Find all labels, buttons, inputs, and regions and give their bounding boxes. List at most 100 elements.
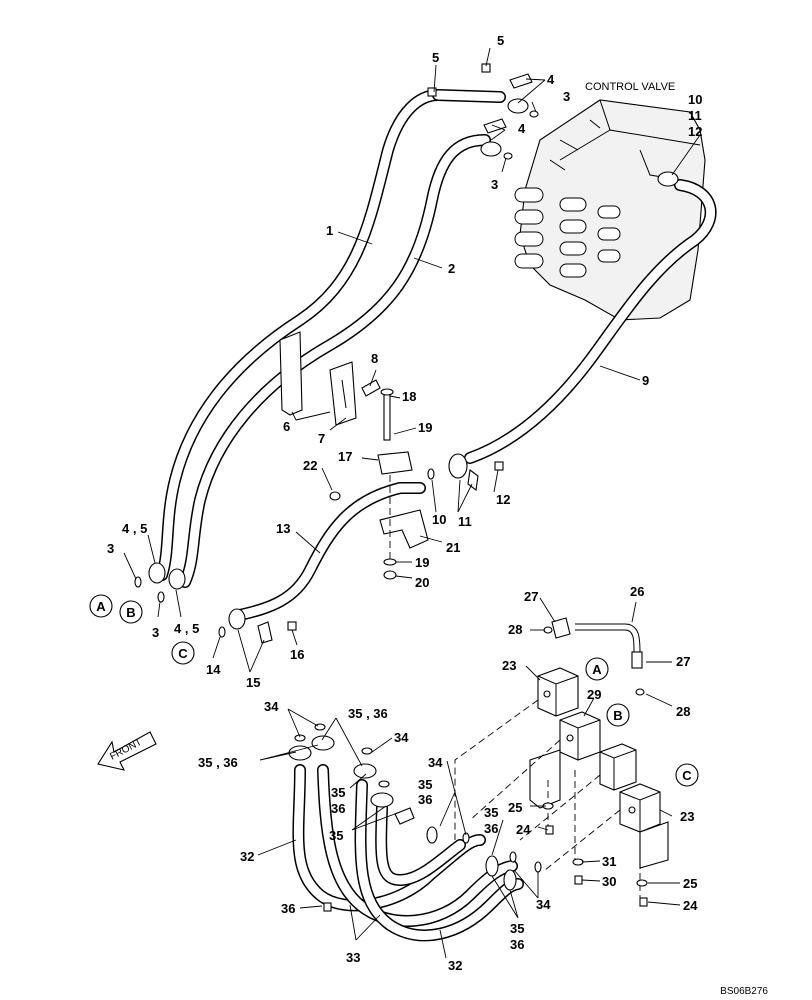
callout-35: 35 [331, 785, 345, 800]
front-arrow: FRONT [97, 731, 157, 771]
clamp-17 [377, 451, 413, 475]
callout-15: 15 [246, 675, 260, 690]
port-markers: A B C A B C [89, 594, 699, 787]
callout-7: 7 [318, 431, 325, 446]
callout-21: 21 [446, 540, 460, 555]
callout-24: 24 [683, 898, 698, 913]
callout-19: 19 [418, 420, 432, 435]
callout-13: 13 [276, 521, 290, 536]
callout-24: 24 [516, 822, 531, 837]
callout-2: 2 [448, 261, 455, 276]
callout-18: 18 [402, 389, 416, 404]
callout-6: 6 [283, 419, 290, 434]
callout-11: 11 [458, 514, 472, 529]
port-marker-b: B [126, 605, 135, 620]
drawing-code: BS06B276 [720, 986, 768, 997]
block-right [599, 743, 637, 791]
callout-17: 17 [338, 449, 352, 464]
clamp-7 [329, 361, 357, 426]
top-fittings [427, 63, 679, 187]
callout-36: 36 [281, 901, 295, 916]
control-valve [514, 99, 706, 321]
callout-12: 12 [496, 492, 510, 507]
port-marker-b: B [613, 708, 622, 723]
callout-14: 14 [206, 662, 221, 677]
callout-25: 25 [683, 876, 697, 891]
hose-9 [464, 179, 717, 464]
callout-33: 33 [346, 950, 360, 965]
callout-16: 16 [290, 647, 304, 662]
block-23-bottom [619, 783, 669, 869]
callout-34: 34 [428, 755, 443, 770]
callout-12: 12 [688, 124, 702, 139]
callout-23: 23 [680, 809, 694, 824]
leader-lines [123, 47, 701, 959]
callout-35: 35 [484, 805, 498, 820]
callout-5: 5 [432, 50, 439, 65]
callout-11: 11 [688, 108, 702, 123]
callout-34: 34 [264, 699, 279, 714]
callout-35-36: 35 , 36 [198, 755, 238, 770]
lower-flanges [288, 626, 648, 912]
callout-9: 9 [642, 373, 649, 388]
callout-36: 36 [510, 937, 524, 952]
callout-32: 32 [240, 849, 254, 864]
callout-19: 19 [415, 555, 429, 570]
callout-3: 3 [491, 177, 498, 192]
hose-26 [551, 617, 643, 669]
port-marker-c: C [178, 646, 188, 661]
nut-20 [383, 558, 397, 580]
port-marker-a: A [96, 599, 106, 614]
callout-35: 35 [329, 828, 343, 843]
callout-22: 22 [303, 458, 317, 473]
hose-1 [156, 89, 506, 581]
callout-36: 36 [484, 821, 498, 836]
hose-32-33 [292, 764, 524, 942]
callout-25: 25 [508, 800, 522, 815]
callout-4: 4 [518, 121, 526, 136]
block-23-top [537, 667, 579, 717]
callout-31: 31 [602, 854, 616, 869]
callout-36: 36 [418, 792, 432, 807]
clamp-6 [279, 331, 303, 416]
callout-23: 23 [502, 658, 516, 673]
callout-35: 35 [510, 921, 524, 936]
callout-labels: 5 5 4 3 4 3 10 11 12 1 2 9 8 6 7 18 19 1… [107, 33, 702, 973]
callout-3: 3 [152, 625, 159, 640]
left-fittings [134, 562, 297, 644]
callout-30: 30 [602, 874, 616, 889]
bolt-18 [380, 388, 394, 441]
callout-29: 29 [587, 687, 601, 702]
callout-3: 3 [563, 89, 570, 104]
hose-13 [234, 482, 426, 621]
block-29 [559, 711, 601, 761]
callout-35-36: 35 , 36 [348, 706, 388, 721]
control-valve-label: CONTROL VALVE [585, 81, 675, 93]
mount-plate [529, 749, 561, 809]
callout-34: 34 [536, 897, 551, 912]
callout-4: 4 [547, 72, 555, 87]
callout-32: 32 [448, 958, 462, 973]
callout-34: 34 [394, 730, 409, 745]
port-marker-a: A [592, 662, 602, 677]
callout-4-5: 4 , 5 [174, 621, 199, 636]
callout-27: 27 [524, 589, 538, 604]
callout-35: 35 [418, 777, 432, 792]
callout-5: 5 [497, 33, 504, 48]
port-marker-c: C [682, 768, 692, 783]
callout-1: 1 [326, 223, 333, 238]
callout-28: 28 [508, 622, 522, 637]
callout-28: 28 [676, 704, 690, 719]
callout-10: 10 [688, 92, 702, 107]
callout-36: 36 [331, 801, 345, 816]
callout-26: 26 [630, 584, 644, 599]
callout-4-5: 4 , 5 [122, 521, 147, 536]
callout-3: 3 [107, 541, 114, 556]
bracket-21 [379, 475, 429, 565]
mid-fittings [329, 453, 504, 501]
callout-8: 8 [371, 351, 378, 366]
callout-27: 27 [676, 654, 690, 669]
callout-10: 10 [432, 512, 446, 527]
